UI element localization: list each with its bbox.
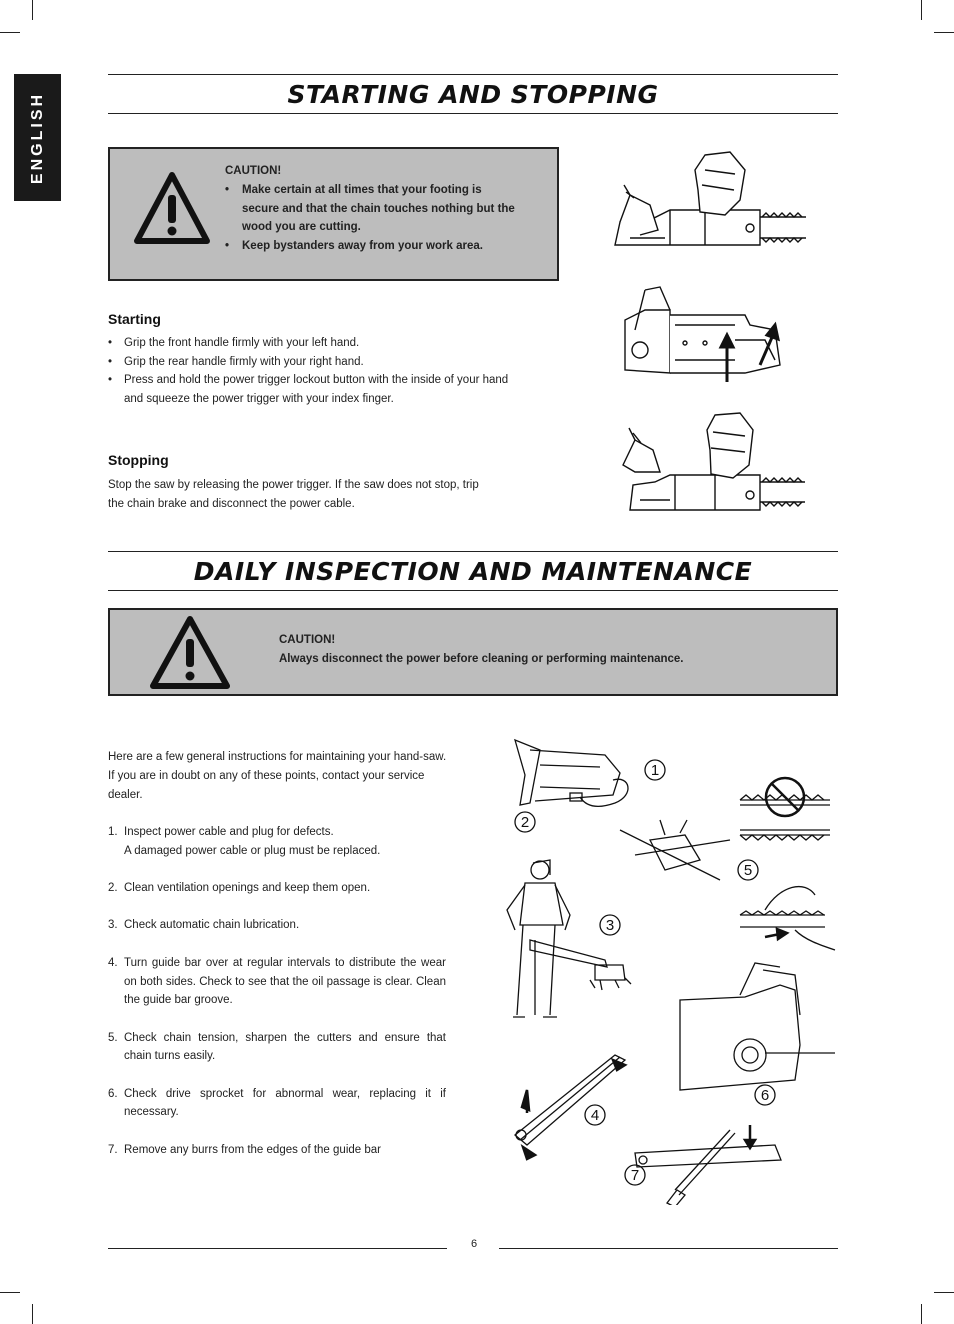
callout-3: 3 bbox=[606, 917, 614, 934]
language-tab-label: ENGLISH bbox=[28, 91, 46, 184]
crop-mark bbox=[921, 0, 922, 20]
chainsaw-trigger-illustration bbox=[624, 286, 781, 382]
caution-item: Make certain at all times that your foot… bbox=[225, 181, 515, 237]
list-item: 5.Check chain tension, sharpen the cutte… bbox=[108, 1031, 446, 1063]
warning-icon bbox=[150, 616, 230, 689]
section-rule bbox=[108, 590, 838, 591]
maintenance-intro: Here are a few general instructions for … bbox=[108, 751, 447, 801]
starting-list: Grip the front handle firmly with your l… bbox=[108, 334, 518, 408]
crop-mark bbox=[0, 1292, 20, 1293]
caution-heading: CAUTION! bbox=[279, 634, 336, 646]
list-item: 1.Inspect power cable and plug for defec… bbox=[108, 826, 381, 857]
caution-item: Keep bystanders away from your work area… bbox=[225, 237, 515, 256]
callout-4: 4 bbox=[591, 1107, 599, 1124]
language-tab: ENGLISH bbox=[14, 74, 61, 201]
crop-mark bbox=[934, 1292, 954, 1293]
maintenance-illustration: 1 2 3 4 5 6 7 bbox=[506, 738, 836, 1205]
caution-box: CAUTION! Always disconnect the power bef… bbox=[108, 608, 838, 696]
list-item: 4.Turn guide bar over at regular interva… bbox=[108, 956, 446, 1007]
list-item: 6.Check drive sprocket for abnormal wear… bbox=[108, 1087, 446, 1119]
stopping-text: Stop the saw by releasing the power trig… bbox=[108, 479, 479, 510]
list-item: Press and hold the power trigger lockout… bbox=[108, 371, 518, 408]
list-item: 3.Check automatic chain lubrication. bbox=[108, 919, 300, 932]
caution-list: Make certain at all times that your foot… bbox=[225, 181, 515, 255]
crop-mark bbox=[0, 32, 20, 33]
section-rule bbox=[108, 113, 838, 114]
callout-7: 7 bbox=[631, 1167, 639, 1184]
footer-rule bbox=[499, 1248, 838, 1249]
crop-mark bbox=[934, 32, 954, 33]
list-item: Grip the rear handle firmly with your ri… bbox=[108, 353, 518, 372]
callout-2: 2 bbox=[521, 814, 529, 831]
list-item: 2.Clean ventilation openings and keep th… bbox=[108, 882, 371, 895]
chainsaw-grip-illustration bbox=[614, 151, 806, 246]
section-title-starting-stopping: Starting and Stopping bbox=[287, 80, 659, 109]
callout-5: 5 bbox=[744, 862, 752, 879]
section-title-daily-inspection: Daily Inspection and Maintenance bbox=[193, 557, 753, 586]
chainsaw-stop-illustration bbox=[622, 412, 805, 511]
crop-mark bbox=[32, 0, 33, 20]
crop-mark bbox=[921, 1304, 922, 1324]
caution-text: Always disconnect the power before clean… bbox=[279, 653, 684, 665]
list-item: Grip the front handle firmly with your l… bbox=[108, 334, 518, 353]
starting-heading: Starting bbox=[108, 311, 161, 327]
caution-box: CAUTION! Make certain at all times that … bbox=[108, 147, 559, 281]
section-rule bbox=[108, 551, 838, 552]
crop-mark bbox=[32, 1304, 33, 1324]
footer-rule bbox=[108, 1248, 447, 1249]
list-item: 7.Remove any burrs from the edges of the… bbox=[108, 1143, 381, 1156]
callout-6: 6 bbox=[761, 1087, 769, 1104]
section-rule bbox=[108, 74, 838, 75]
maintenance-steps: 1.Inspect power cable and plug for defec… bbox=[108, 823, 446, 1178]
callout-1: 1 bbox=[651, 762, 659, 779]
stopping-heading: Stopping bbox=[108, 452, 169, 468]
warning-icon bbox=[134, 172, 210, 244]
caution-heading: CAUTION! bbox=[225, 165, 282, 177]
page-number: 6 bbox=[470, 1238, 478, 1250]
